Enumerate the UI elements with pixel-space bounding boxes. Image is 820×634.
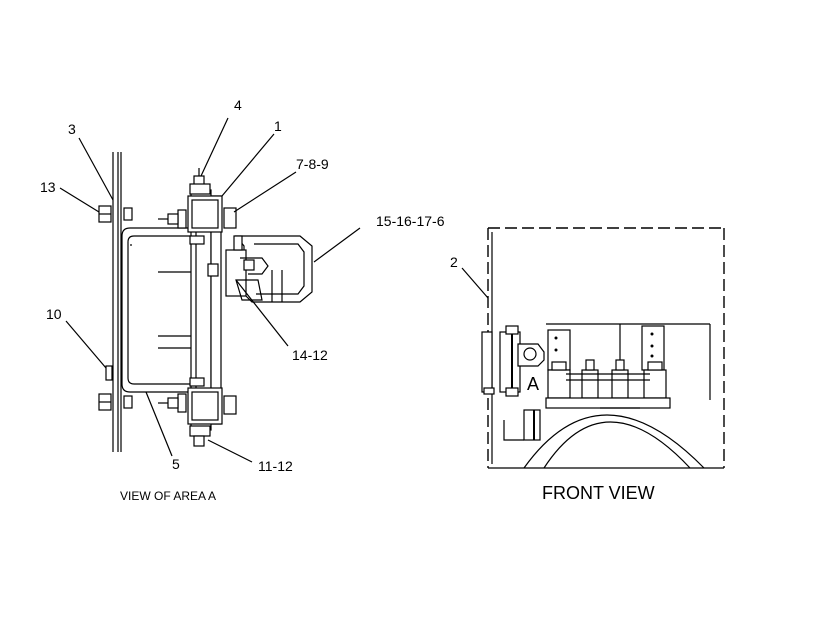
callout-4: 4 xyxy=(234,97,242,113)
callout-7-8-9: 7-8-9 xyxy=(296,156,329,172)
callout-10: 10 xyxy=(46,306,62,322)
callout-5: 5 xyxy=(172,456,180,472)
callout-13: 13 xyxy=(40,179,56,195)
callout-1: 1 xyxy=(274,118,282,134)
callout-14-12: 14-12 xyxy=(292,347,328,363)
caption-front-view: FRONT VIEW xyxy=(542,483,655,503)
callout-3: 3 xyxy=(68,121,76,137)
callout-2: 2 xyxy=(450,254,458,270)
callout-15-16-17-6: 15-16-17-6 xyxy=(376,213,445,229)
caption-view-of-area-a: VIEW OF AREA A xyxy=(120,489,216,503)
view-of-area-a-detail xyxy=(59,117,361,463)
callout-a: A xyxy=(527,374,539,394)
front-view-drawing xyxy=(461,227,725,469)
callout-11-12: 11-12 xyxy=(258,458,293,474)
